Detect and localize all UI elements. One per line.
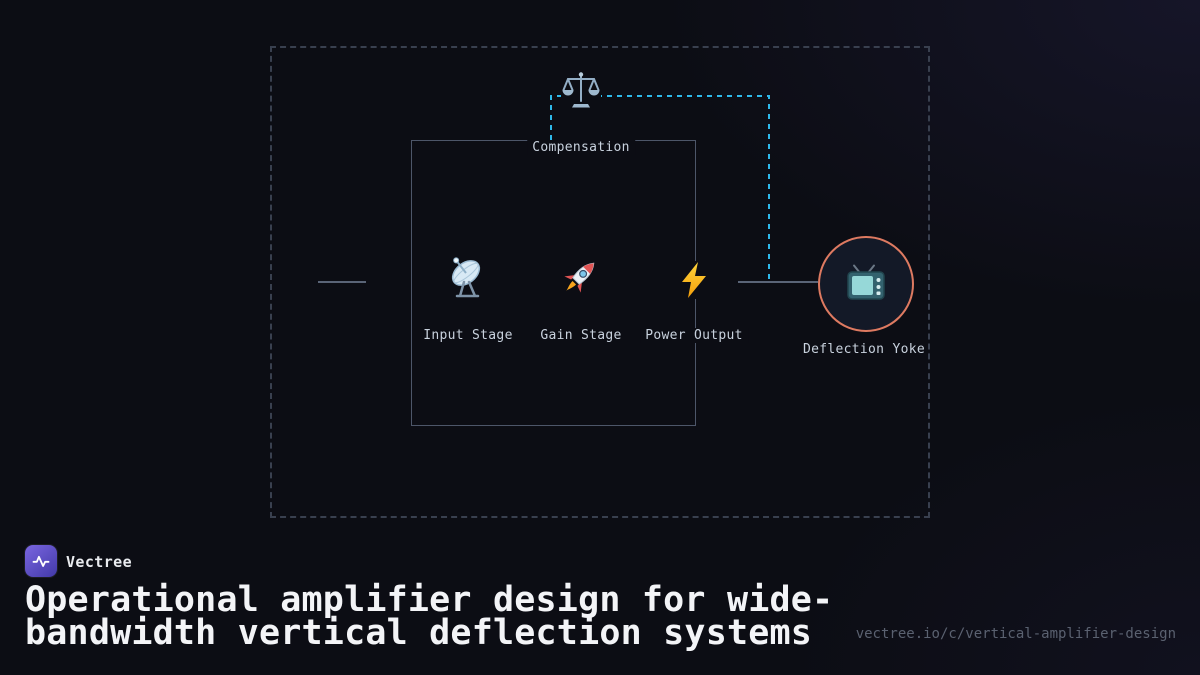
rocket-icon (564, 262, 595, 293)
card-title: Operational amplifier design for wide- b… (25, 580, 925, 653)
system-boundary-box (270, 46, 930, 518)
balance-scale-icon (562, 72, 600, 108)
input-stage-label: Input Stage (423, 328, 513, 343)
gain-stage-node (559, 256, 603, 300)
card-title-line-2: bandwidth vertical deflection systems (25, 613, 813, 653)
waveform-pulse-icon (32, 555, 50, 567)
input-stage-node (445, 254, 491, 300)
card-url: vectree.io/c/vertical-amplifier-design (855, 626, 1176, 642)
brand-name: Vectree (66, 553, 133, 571)
satellite-dish-icon (451, 257, 481, 298)
deflection-yoke-node (818, 236, 914, 332)
vectree-logo (25, 545, 57, 577)
card-title-line-1: Operational amplifier design for wide- (25, 580, 834, 620)
tv-icon (847, 264, 885, 300)
power-output-node (675, 261, 713, 299)
deflection-yoke-label: Deflection Yoke (803, 342, 925, 357)
compensation-node (561, 70, 601, 110)
compensation-label: Compensation (527, 140, 635, 155)
lightning-bolt-icon (682, 262, 706, 298)
gain-stage-label: Gain Stage (540, 328, 622, 343)
power-output-label: Power Output (640, 328, 748, 343)
